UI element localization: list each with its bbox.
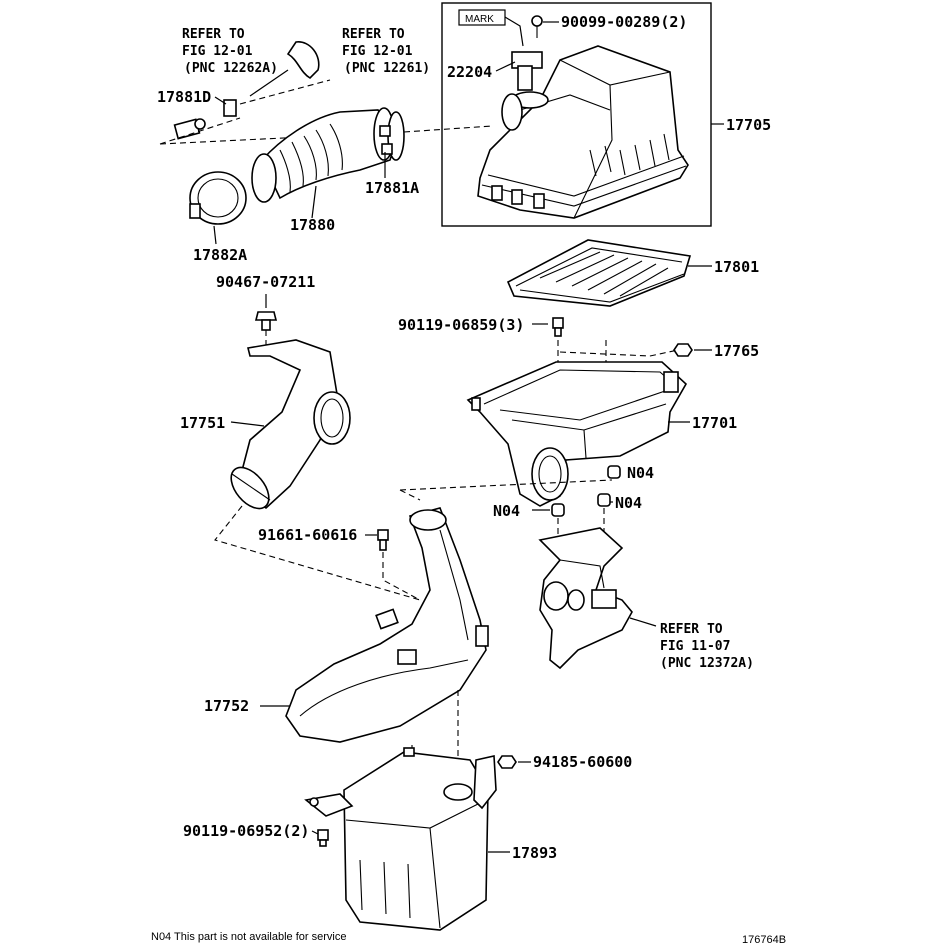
svg-text:(PNC 12261): (PNC 12261): [344, 61, 430, 76]
svg-text:REFER TO: REFER TO: [660, 622, 723, 637]
part-number-22204: 22204: [447, 63, 492, 81]
svg-text:REFER TO: REFER TO: [342, 27, 405, 42]
part-number-17881d: 17881D: [157, 88, 211, 106]
svg-text:FIG 12-01: FIG 12-01: [342, 44, 413, 59]
part-number-90099-00289: 90099-00289(2): [561, 13, 687, 31]
ref-hose: [286, 41, 320, 80]
ref-fig-12-01-a: REFER TO FIG 12-01 (PNC 12262A): [182, 27, 278, 76]
svg-text:FIG 11-07: FIG 11-07: [660, 639, 730, 654]
ref-fig-11-07: REFER TO FIG 11-07 (PNC 12372A): [660, 622, 754, 671]
part-number-17882a: 17882A: [193, 246, 247, 264]
part-label-n04-a: N04: [627, 464, 654, 482]
intake-hose: [251, 107, 395, 203]
part-label-n04-c: N04: [493, 502, 520, 520]
clamp-17882a: [189, 171, 247, 225]
bolt-91661: [377, 529, 389, 551]
part-number-17752: 17752: [204, 697, 249, 715]
part-number-17701: 17701: [692, 414, 737, 432]
air-cleaner-case: [466, 361, 688, 507]
mounting-bracket: [538, 527, 633, 670]
part-number-17893: 17893: [512, 844, 557, 862]
part-number-17751: 17751: [180, 414, 225, 432]
svg-text:REFER TO: REFER TO: [182, 27, 245, 42]
air-inlet-duct: [230, 339, 351, 510]
part-number-90119-06859: 90119-06859(3): [398, 316, 524, 334]
part-number-17801: 17801: [714, 258, 759, 276]
grommet-n04-c: [551, 503, 565, 517]
grommet-n04-b: [597, 493, 611, 507]
part-number-91661-60616: 91661-60616: [258, 526, 357, 544]
bolt-90119-06859: [552, 317, 564, 337]
svg-text:(PNC 12262A): (PNC 12262A): [184, 61, 278, 76]
bolt-90119-06952: [317, 829, 329, 847]
nut-94185: [497, 755, 517, 769]
part-label-n04-b: N04: [615, 494, 642, 512]
mark-leader: [504, 16, 524, 47]
part-number-94185-60600: 94185-60600: [533, 753, 632, 771]
svg-text:(PNC 12372A): (PNC 12372A): [660, 656, 754, 671]
service-note: N04 This part is not available for servi…: [151, 931, 346, 943]
clamp-17881a: [379, 111, 405, 161]
part-number-17881a: 17881A: [365, 179, 419, 197]
figure-id: 176764B: [742, 934, 786, 946]
resonator-box: [304, 747, 497, 931]
svg-text:FIG 12-01: FIG 12-01: [182, 44, 253, 59]
part-number-90119-06952: 90119-06952(2): [183, 822, 309, 840]
part-number-17705: 17705: [726, 116, 771, 134]
mark-label: MARK: [465, 14, 494, 25]
resonator-duct: [285, 507, 489, 743]
clip-17881d: [173, 99, 237, 140]
part-number-17880: 17880: [290, 216, 335, 234]
air-cleaner-cap: [477, 15, 689, 219]
part-number-17765: 17765: [714, 342, 759, 360]
nut-17765: [673, 343, 693, 357]
air-filter-element: [506, 239, 692, 307]
cap-assembly-frame: [441, 2, 712, 227]
ref-fig-12-01-b: REFER TO FIG 12-01 (PNC 12261): [342, 27, 430, 76]
grommet-n04-a: [607, 465, 621, 479]
part-number-90467-07211: 90467-07211: [216, 273, 315, 291]
bolt-90467: [254, 311, 278, 331]
